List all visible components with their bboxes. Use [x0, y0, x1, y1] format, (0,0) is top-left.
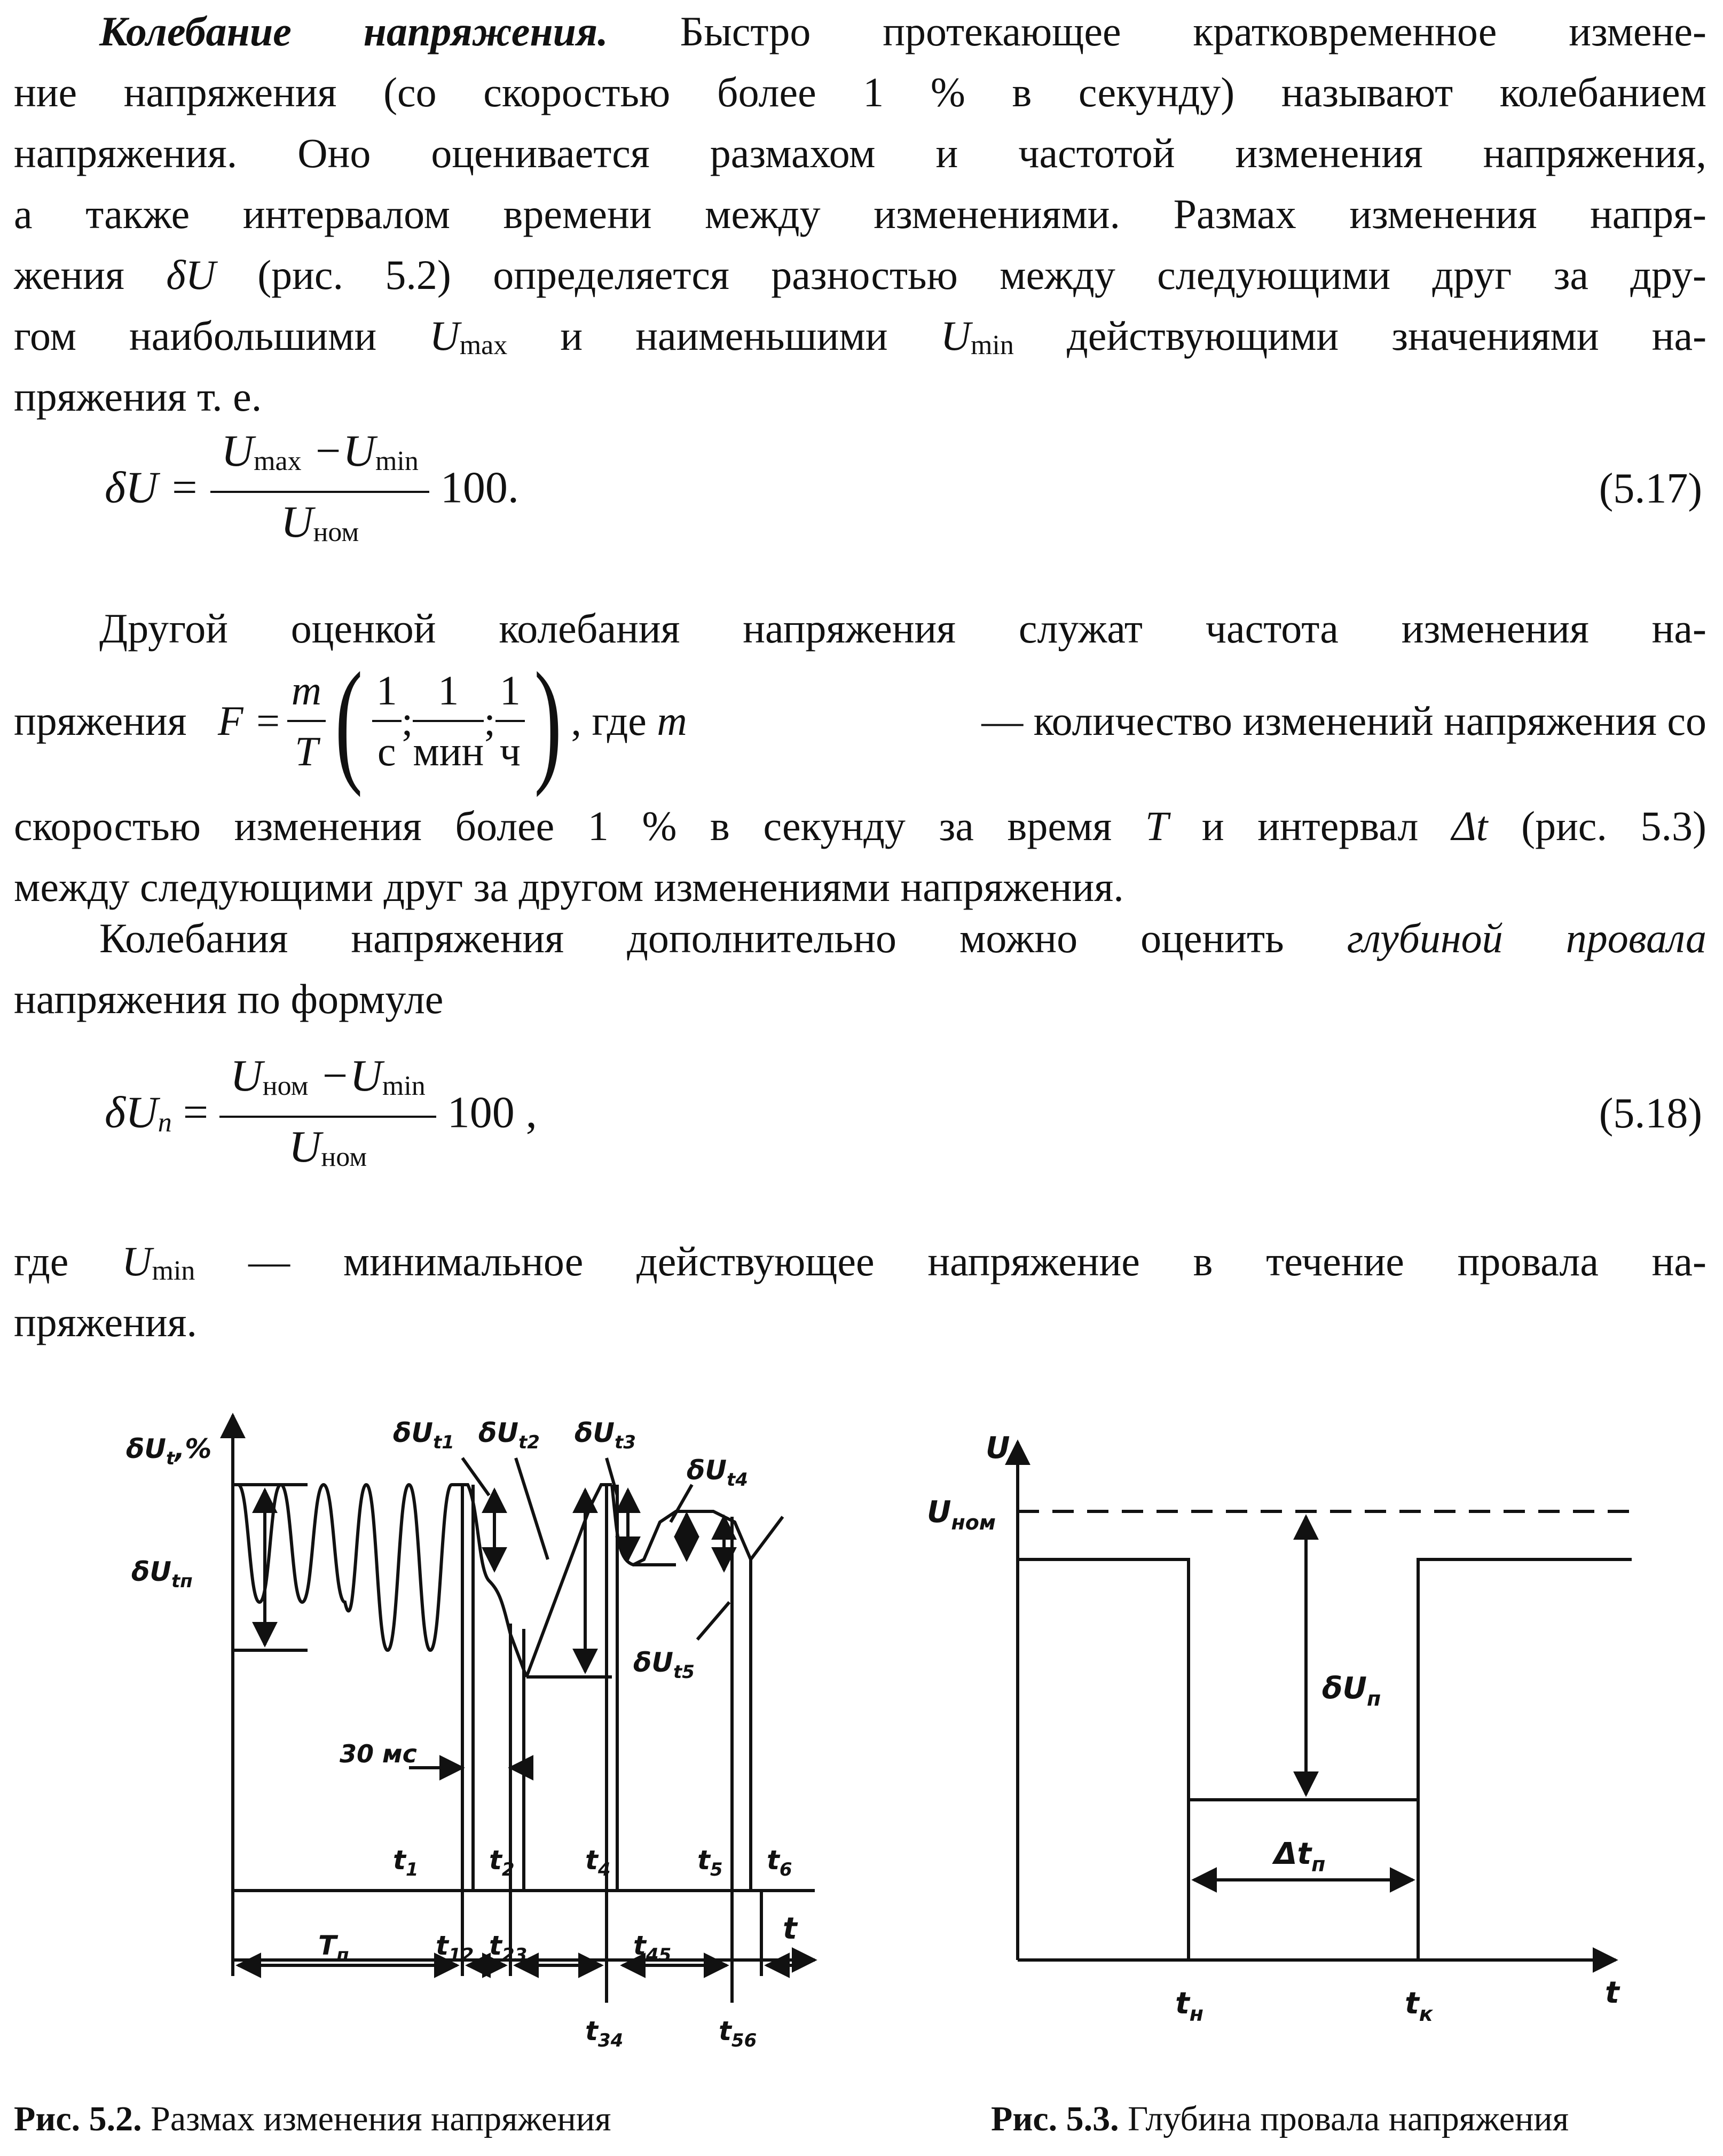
- figure-5-2: δUt,% δUtп δUt1 δUt2 δUt3 δUt4 δUt5 30 м…: [126, 1413, 817, 2051]
- text-line: жения δU (рис. 5.2) определяется разност…: [14, 252, 1707, 298]
- svg-text:t23: t23: [489, 1930, 527, 1966]
- figure-5-3: U Uном δUп Δtп tн tк t: [927, 1431, 1632, 2026]
- page: Колебание напряжения. Быстро протекающее…: [14, 0, 1706, 2156]
- svg-text:tн: tн: [1175, 1986, 1203, 2026]
- fraction: Umax −Umin Uном: [210, 422, 429, 562]
- text-line: пряжения.: [14, 1299, 197, 1345]
- paragraph-dip-depth: Колебания напряжения дополнительно можно…: [14, 908, 1706, 1030]
- svg-text:Uном: Uном: [927, 1495, 996, 1534]
- text-line: скоростью изменения более 1 % в секунду …: [14, 803, 1707, 849]
- svg-text:t56: t56: [719, 2016, 757, 2051]
- svg-text:δUt5: δUt5: [633, 1647, 695, 1683]
- paragraph-voltage-fluctuation: Колебание напряжения. Быстро протекающее…: [14, 1, 1706, 427]
- svg-text:Δtп: Δtп: [1272, 1837, 1325, 1876]
- text-line: гом наибольшими Umax и наименьшими Umin …: [14, 312, 1707, 360]
- paragraph-frequency: Другой оценкой колебания напряжения служ…: [14, 598, 1706, 659]
- svg-text:30 мс: 30 мс: [340, 1739, 417, 1768]
- svg-text:t34: t34: [585, 2016, 623, 2051]
- svg-text:tк: tк: [1405, 1986, 1434, 2026]
- figure-5-2-caption: Рис. 5.2. Размах изменения напряжения: [14, 2099, 611, 2138]
- text-line: Другой оценкой колебания напряжения служ…: [99, 605, 1706, 652]
- svg-text:δUt,%: δUt,%: [126, 1433, 211, 1469]
- text-line: ние напряжения (со скоростью более 1 % в…: [14, 69, 1706, 115]
- svg-text:δUt3: δUt3: [575, 1417, 636, 1453]
- term-heading: Колебание напряжения.: [99, 8, 608, 54]
- paragraph-umin: где Umin — минимальное действующее напря…: [14, 1231, 1706, 1353]
- svg-text:t4: t4: [585, 1845, 611, 1880]
- svg-text:t5: t5: [697, 1845, 723, 1880]
- text-line: а также интервалом времени между изменен…: [14, 191, 1706, 237]
- figure-5-3-caption: Рис. 5.3. Глубина провала напряжения: [991, 2099, 1569, 2138]
- svg-text:t2: t2: [489, 1845, 515, 1880]
- equation-number: (5.18): [1599, 1090, 1702, 1137]
- svg-text:t45: t45: [633, 1930, 671, 1966]
- text-line: напряжения по формуле: [14, 976, 444, 1022]
- svg-text:t6: t6: [767, 1845, 792, 1880]
- text-line: пряжения т. е.: [14, 373, 262, 420]
- svg-text:t1: t1: [393, 1845, 419, 1880]
- formula-5-17: δU = Umax −Umin Uном 100.: [105, 422, 519, 562]
- text-line: где Umin — минимальное действующее напря…: [14, 1238, 1707, 1286]
- svg-text:δUt4: δUt4: [687, 1455, 748, 1491]
- svg-text:δUп: δUп: [1322, 1671, 1381, 1711]
- svg-text:δUt2: δUt2: [478, 1417, 540, 1453]
- svg-text:t: t: [1605, 1975, 1620, 2010]
- svg-text:t: t: [783, 1911, 798, 1946]
- svg-text:Tп: Tп: [318, 1930, 349, 1966]
- svg-text:U: U: [986, 1431, 1010, 1465]
- svg-text:δUtп: δUtп: [131, 1556, 193, 1592]
- fraction: Uном −Umin Uном: [219, 1047, 436, 1187]
- text-line: Колебания напряжения дополнительно можно…: [99, 915, 1707, 961]
- svg-text:δUt1: δUt1: [393, 1417, 454, 1453]
- text-line: напряжения. Оно оценивается размахом и ч…: [14, 130, 1706, 176]
- text-line: между следующими друг за другом изменени…: [14, 864, 1124, 910]
- svg-text:t12: t12: [436, 1930, 474, 1966]
- text-line: Колебание напряжения. Быстро протекающее…: [99, 8, 1706, 54]
- equation-number: (5.17): [1599, 465, 1702, 512]
- formula-5-18: δUп = Uном −Umin Uном 100 ,: [105, 1047, 537, 1187]
- paragraph-frequency-cont: скоростью изменения более 1 % в секунду …: [14, 796, 1706, 918]
